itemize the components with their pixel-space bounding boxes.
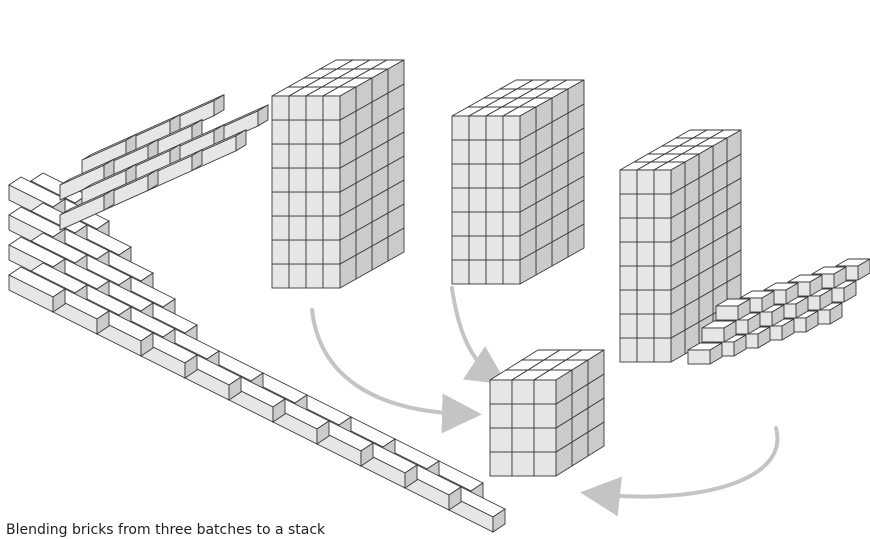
arrow-batch3-to-stack	[596, 428, 777, 497]
figure-caption: Blending bricks from three batches to a …	[6, 522, 325, 538]
brick-batch-2	[452, 80, 584, 284]
brick-batch-1	[272, 60, 404, 288]
brick-batch-3	[620, 130, 870, 364]
brick-wall	[9, 95, 505, 532]
arrow-batch1-to-stack	[312, 310, 466, 414]
blended-brick-stack	[490, 350, 604, 476]
arrow-batch2-to-stack	[452, 288, 494, 376]
